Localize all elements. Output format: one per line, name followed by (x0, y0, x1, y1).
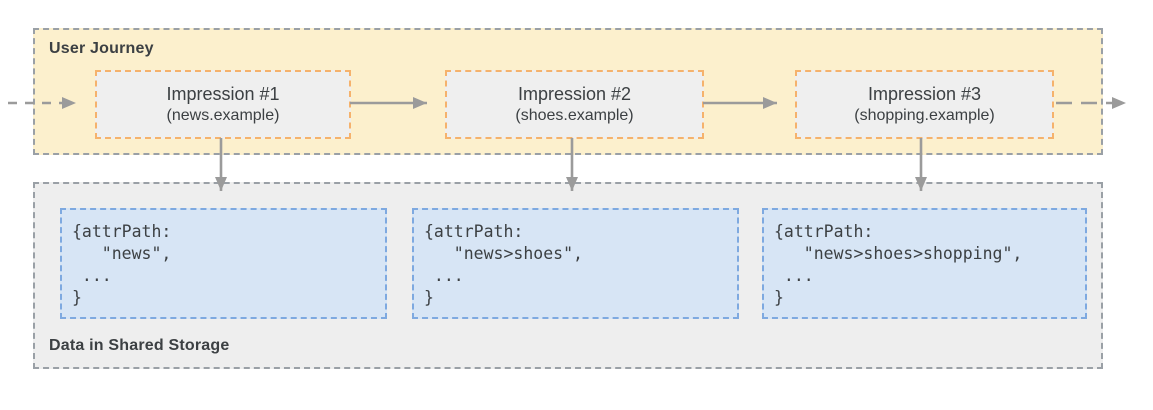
impression-box-2: Impression #2 (shoes.example) (445, 70, 704, 139)
storage-record-2-code: {attrPath: "news>shoes", ... } (424, 222, 583, 307)
impression-2-title: Impression #2 (517, 84, 632, 104)
impression-1-title: Impression #1 (166, 84, 280, 104)
storage-record-1: {attrPath: "news", ... } (60, 208, 387, 319)
impression-box-1: Impression #1 (news.example) (95, 70, 351, 139)
user-journey-section: User Journey Impression #1 (news.example… (33, 28, 1103, 155)
impression-1-domain: (news.example) (166, 107, 280, 124)
shared-storage-section: Data in Shared Storage {attrPath: "news"… (33, 182, 1103, 369)
shared-storage-label: Data in Shared Storage (49, 337, 230, 354)
storage-record-3-code: {attrPath: "news>shoes>shopping", ... } (774, 222, 1023, 307)
storage-record-3: {attrPath: "news>shoes>shopping", ... } (762, 208, 1087, 319)
impression-box-3: Impression #3 (shopping.example) (795, 70, 1054, 139)
user-journey-label: User Journey (49, 40, 154, 57)
impression-3-domain: (shopping.example) (854, 107, 995, 124)
impression-3-title: Impression #3 (867, 84, 982, 104)
storage-record-1-code: {attrPath: "news", ... } (72, 222, 172, 307)
storage-record-2: {attrPath: "news>shoes", ... } (412, 208, 739, 319)
impression-2-domain: (shoes.example) (515, 107, 634, 124)
